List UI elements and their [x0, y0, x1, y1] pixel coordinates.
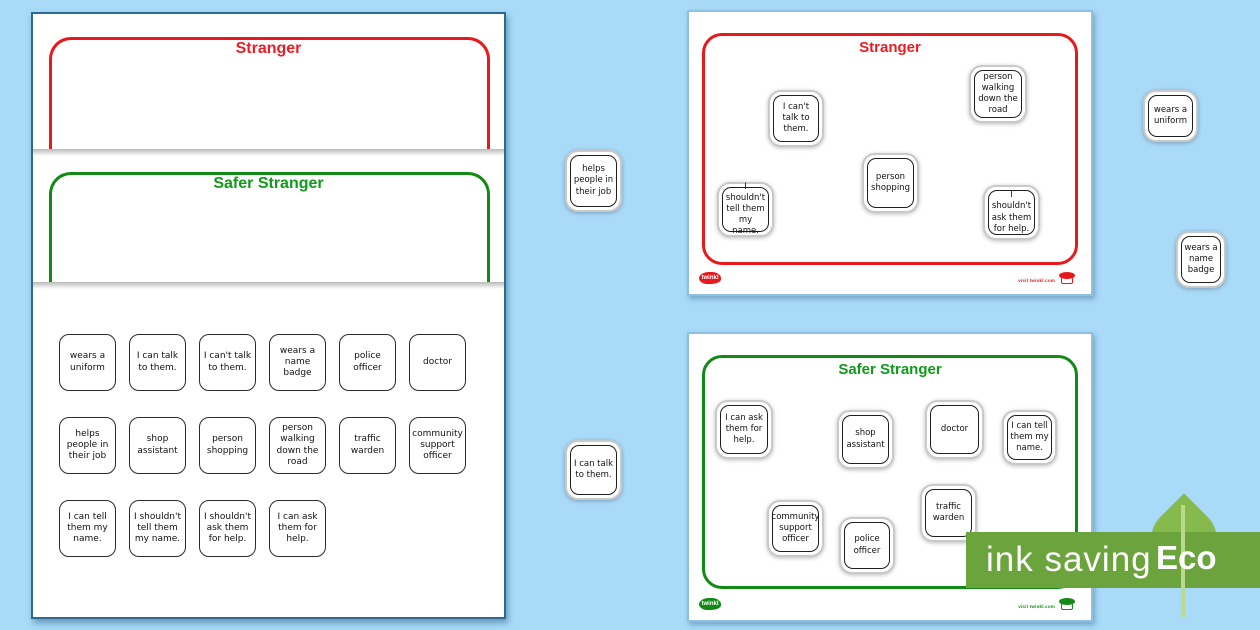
cards-row-3: I can tell them my name. I shouldn't tel…	[59, 500, 504, 557]
sort-card: shop assistant	[129, 417, 186, 474]
sort-card: doctor	[409, 334, 466, 391]
sorted-card-label: community support officer	[772, 505, 819, 552]
sorted-card: person shopping	[862, 153, 919, 213]
cards-sheet: wears a uniform I can talk to them. I ca…	[33, 282, 504, 617]
sorted-card: I shouldn't tell them my name.	[717, 182, 774, 237]
footer-link: visit twinkl.com	[1018, 278, 1055, 283]
sort-card: person walking down the road	[269, 417, 326, 474]
floating-card-label: wears a uniform	[1148, 95, 1193, 137]
sorted-card-label: I shouldn't tell them my name.	[722, 182, 769, 236]
sorted-card-label: I can't talk to them.	[773, 95, 819, 142]
sorted-card: shop assistant	[837, 410, 894, 469]
floating-card: wears a uniform	[1143, 90, 1198, 142]
eco-badge-label: Eco	[1156, 539, 1217, 576]
sorted-card-label: I can ask them for help.	[720, 405, 768, 454]
floating-card-label: helps people in their job	[570, 155, 617, 207]
sort-card: I can ask them for help.	[269, 500, 326, 557]
twinkl-logo: twinkl	[699, 272, 721, 284]
sort-card: traffic warden	[339, 417, 396, 474]
sheet-shadow	[33, 149, 504, 156]
safer-stranger-sheet: Safer Stranger	[33, 149, 504, 284]
safer-sheet-title: Safer Stranger	[213, 175, 324, 192]
twinkl-logo: twinkl	[699, 598, 721, 610]
twinkl-hat-icon	[1059, 272, 1075, 285]
sort-card: I can't talk to them.	[199, 334, 256, 391]
sort-card: community support officer	[409, 417, 466, 474]
cards-row-2: helps people in their job shop assistant…	[59, 417, 504, 474]
sorted-card: person walking down the road	[969, 65, 1027, 123]
sorted-card-label: I can tell them my name.	[1007, 415, 1052, 460]
sort-card: I can tell them my name.	[59, 500, 116, 557]
sort-card: helps people in their job	[59, 417, 116, 474]
ink-saving-label: ink saving	[986, 540, 1152, 579]
stranger-page-title: Stranger	[859, 39, 921, 56]
sorted-card: I can ask them for help.	[715, 400, 773, 459]
sort-card: wears a name badge	[269, 334, 326, 391]
sorted-card-label: doctor	[930, 405, 979, 454]
stranger-sheet-title: Stranger	[235, 40, 302, 57]
sorted-card: community support officer	[767, 500, 824, 557]
stranger-sheet: Stranger	[33, 14, 504, 151]
sorted-card: I shouldn't ask them for help.	[983, 185, 1040, 240]
safer-sort-border	[702, 355, 1078, 589]
twinkl-hat-icon	[1059, 598, 1075, 611]
sort-card: I shouldn't ask them for help.	[199, 500, 256, 557]
sorted-card: police officer	[839, 517, 895, 574]
floating-card: wears a name badge	[1176, 231, 1226, 288]
sort-card: person shopping	[199, 417, 256, 474]
safer-page-title: Safer Stranger	[838, 361, 942, 378]
stranger-sort-border	[702, 33, 1078, 265]
sorted-card-label: I shouldn't ask them for help.	[988, 190, 1035, 235]
sort-card: police officer	[339, 334, 396, 391]
sort-card: I can talk to them.	[129, 334, 186, 391]
floating-card: helps people in their job	[565, 150, 622, 212]
cards-row-1: wears a uniform I can talk to them. I ca…	[59, 334, 504, 391]
stranger-sorting-page: Stranger I can't talk to them. person wa…	[687, 10, 1093, 296]
sort-card: wears a uniform	[59, 334, 116, 391]
sorted-card-label: shop assistant	[842, 415, 889, 464]
sorted-card-label: person walking down the road	[974, 70, 1022, 118]
floating-card-label: I can talk to them.	[570, 445, 617, 495]
sorted-card: I can't talk to them.	[768, 90, 824, 147]
sorted-card: doctor	[925, 400, 984, 459]
floating-card-label: wears a name badge	[1181, 236, 1221, 283]
sorted-card-label: person shopping	[867, 158, 914, 208]
cards-grid: wears a uniform I can talk to them. I ca…	[33, 282, 504, 557]
safer-zone-border	[49, 172, 490, 284]
floating-card: I can talk to them.	[565, 440, 622, 500]
sorted-card-label: traffic warden	[925, 489, 972, 537]
leaf-stem	[1181, 505, 1185, 617]
sheet-shadow	[33, 282, 504, 289]
worksheet-stack: Stranger Safer Stranger wears a uniform …	[31, 12, 506, 619]
sort-card: I shouldn't tell them my name.	[129, 500, 186, 557]
ink-saving-banner	[966, 532, 1260, 588]
footer-link: visit twinkl.com	[1018, 604, 1055, 609]
stranger-zone-border	[49, 37, 490, 151]
sorted-card-label: police officer	[844, 522, 890, 569]
sorted-card: I can tell them my name.	[1002, 410, 1057, 465]
